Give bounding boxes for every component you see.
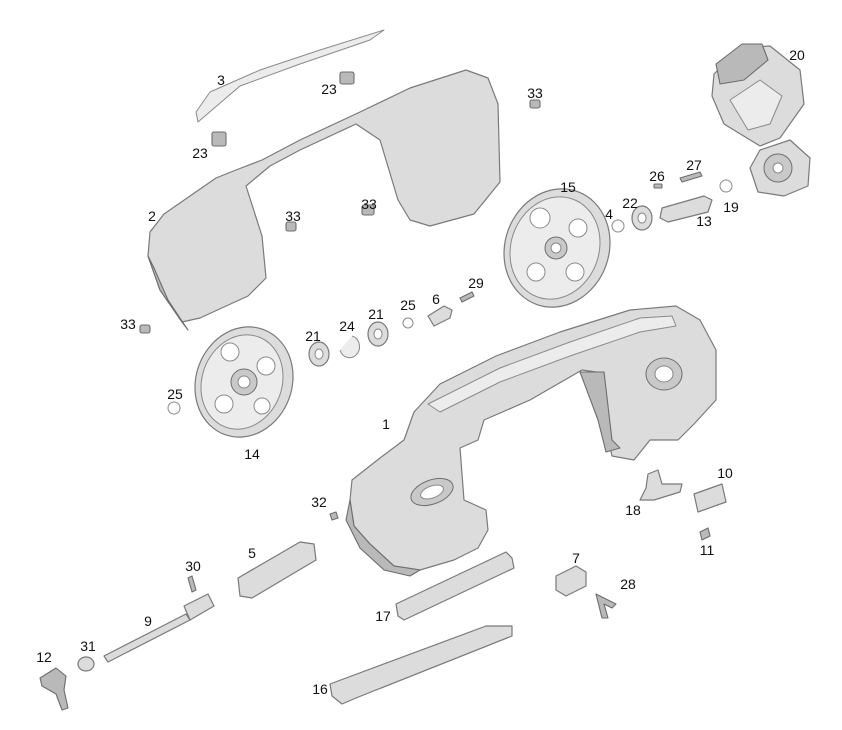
callout-26: 26 — [649, 168, 665, 184]
callout-33b: 33 — [285, 208, 301, 224]
part-29-screw — [459, 291, 475, 303]
part-30-pin — [187, 575, 197, 593]
callout-9: 9 — [144, 613, 152, 629]
part-12-handwheel — [39, 667, 69, 711]
part-25-washer-b — [167, 401, 181, 415]
callout-13: 13 — [696, 213, 712, 229]
part-2-cover-edge — [147, 255, 189, 331]
callout-33a: 33 — [527, 85, 543, 101]
part-11-clip — [699, 527, 711, 541]
callout-25a: 25 — [400, 297, 416, 313]
callout-2: 2 — [148, 208, 156, 224]
part-4-washer — [611, 219, 625, 233]
callout-16: 16 — [312, 681, 328, 697]
part-14-lower-wheel — [194, 326, 294, 438]
part-23-bracket-top — [339, 71, 355, 85]
callout-33d: 33 — [120, 316, 136, 332]
callout-23b: 23 — [192, 145, 208, 161]
part-25-washer-a — [402, 317, 414, 329]
callout-17: 17 — [375, 608, 391, 624]
callout-27: 27 — [686, 157, 702, 173]
callout-4: 4 — [605, 206, 613, 222]
part-27-pin — [679, 171, 703, 183]
part-19-washer — [719, 179, 733, 193]
part-22-bearing — [631, 205, 653, 231]
callout-29: 29 — [468, 275, 484, 291]
callout-1: 1 — [382, 416, 390, 432]
part-33-block-a — [529, 99, 541, 109]
part-13-shaft — [659, 195, 713, 223]
callout-12: 12 — [36, 649, 52, 665]
callout-32: 32 — [311, 494, 327, 510]
part-17-bar — [395, 551, 515, 621]
part-24-circlip — [339, 335, 360, 359]
part-10-block — [693, 483, 727, 513]
callout-5: 5 — [248, 545, 256, 561]
part-9-rod — [103, 593, 215, 663]
callout-14: 14 — [244, 446, 260, 462]
callout-6: 6 — [432, 291, 440, 307]
callout-33c: 33 — [361, 196, 377, 212]
part-32-screw — [329, 511, 339, 521]
callout-21b: 21 — [368, 306, 384, 322]
callout-31: 31 — [80, 638, 96, 654]
callout-19: 19 — [723, 199, 739, 215]
part-6-pin — [427, 305, 453, 327]
part-15-upper-wheel — [503, 188, 611, 308]
callout-18: 18 — [625, 502, 641, 518]
part-5-plate — [237, 541, 317, 599]
part-7-pad — [555, 565, 587, 597]
callout-30: 30 — [185, 558, 201, 574]
callout-7: 7 — [572, 550, 580, 566]
part-1-main-frame — [345, 305, 717, 577]
callout-22: 22 — [622, 195, 638, 211]
part-33-block-c — [361, 204, 375, 216]
part-23-bracket-left — [211, 131, 227, 147]
part-28-handle — [595, 593, 617, 619]
part-21-bearing-a — [308, 341, 330, 367]
part-33-block-b — [285, 221, 297, 232]
callout-21a: 21 — [305, 328, 321, 344]
part-26-key — [653, 183, 663, 189]
callout-10: 10 — [717, 465, 733, 481]
part-18-bracket — [639, 469, 683, 501]
callout-3: 3 — [217, 72, 225, 88]
callout-15: 15 — [560, 179, 576, 195]
callout-25b: 25 — [167, 386, 183, 402]
part-20-motor-gearbox — [711, 43, 811, 197]
part-31-nut — [77, 656, 95, 672]
callout-28: 28 — [620, 576, 636, 592]
part-21-bearing-b — [367, 321, 389, 347]
callout-24: 24 — [339, 318, 355, 334]
callout-11: 11 — [699, 542, 715, 558]
callout-20: 20 — [789, 47, 805, 63]
part-33-block-d — [139, 324, 151, 334]
part-16-tray — [329, 625, 513, 705]
part-3-guard-strip — [195, 29, 385, 123]
part-2-blade-cover — [147, 69, 501, 323]
callout-23a: 23 — [321, 81, 337, 97]
